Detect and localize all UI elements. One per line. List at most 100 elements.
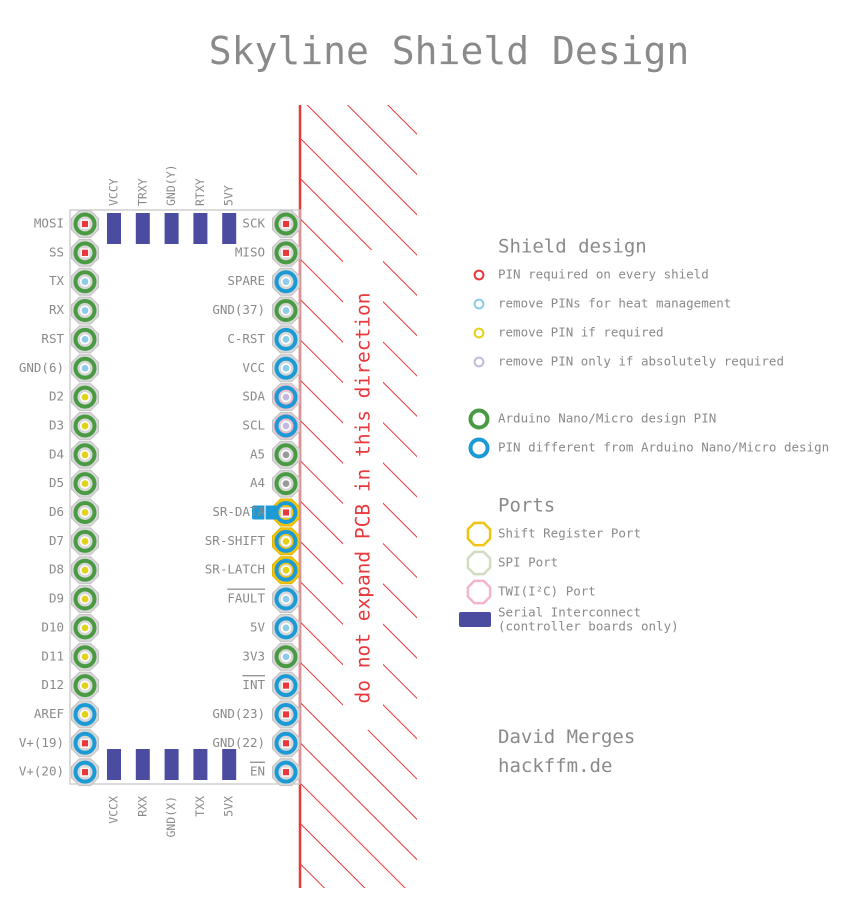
serial-pin-rxx: RXX bbox=[135, 749, 150, 817]
pin-dot bbox=[282, 249, 290, 257]
pin-d5: D5 bbox=[49, 469, 99, 498]
pin-ring bbox=[274, 327, 298, 351]
legend-item: Shift Register Port bbox=[498, 526, 641, 541]
pin-label: RST bbox=[41, 331, 64, 346]
serial-label: VCCY bbox=[107, 178, 121, 206]
legend-dot-red bbox=[473, 269, 485, 281]
pin-dot bbox=[282, 307, 290, 314]
pin-a5: A5 bbox=[250, 440, 300, 469]
board-outline bbox=[69, 209, 301, 785]
pin-d3: D3 bbox=[49, 412, 99, 440]
pin-scl: SCL bbox=[242, 412, 300, 440]
pin-dot bbox=[81, 711, 89, 718]
legend-port-seagreen bbox=[466, 550, 492, 576]
pin-label: D2 bbox=[49, 389, 64, 404]
legend-item: remove PIN only if absolutely required bbox=[498, 354, 784, 369]
legend-item: remove PIN if required bbox=[498, 325, 664, 340]
serial-pin-vccx: VCCX bbox=[107, 749, 121, 824]
pin-ring bbox=[73, 443, 97, 467]
author-name: David Merges bbox=[498, 726, 635, 748]
pin-ring bbox=[73, 501, 97, 524]
pin-ring bbox=[73, 616, 97, 640]
pin-label: GND(23) bbox=[212, 706, 265, 721]
legend-dot-lavender bbox=[473, 356, 485, 368]
pin-dot bbox=[282, 566, 290, 574]
pin-ring bbox=[274, 385, 298, 409]
pin-ring bbox=[274, 587, 298, 611]
pin-label: D11 bbox=[41, 648, 64, 663]
pin-ring bbox=[73, 241, 97, 265]
pin-dot bbox=[81, 336, 89, 343]
pin-label: D4 bbox=[49, 446, 64, 461]
pin-dot bbox=[81, 509, 89, 516]
pin-dot bbox=[282, 480, 290, 488]
pin-ring bbox=[274, 674, 298, 698]
pin-dot bbox=[282, 220, 290, 228]
pin-ring bbox=[274, 414, 298, 438]
pin-label: D5 bbox=[49, 475, 64, 490]
pin-sr-latch: SR-LATCH bbox=[205, 556, 300, 585]
pin-dot bbox=[81, 220, 89, 228]
pin-rst: RST bbox=[41, 325, 99, 354]
pin-5v: 5V bbox=[250, 613, 300, 642]
restricted-zone: do not expand PCB in this direction bbox=[298, 105, 417, 888]
pin-dot bbox=[81, 768, 89, 776]
serial-label: 5VX bbox=[222, 796, 236, 817]
pin-dot bbox=[81, 537, 89, 545]
serial-bar bbox=[222, 749, 237, 780]
legend-item: remove PINs for heat management bbox=[498, 296, 731, 311]
serial-bar bbox=[193, 213, 208, 244]
pin-ring bbox=[73, 529, 97, 553]
pin-dot bbox=[81, 249, 89, 257]
pin-label: SCL bbox=[242, 417, 265, 432]
pin-int: INT bbox=[242, 671, 300, 700]
pin-d7: D7 bbox=[49, 527, 99, 556]
pin-dot bbox=[282, 422, 290, 430]
legend-serial-line2: (controller boards only) bbox=[498, 619, 679, 634]
pin-d2: D2 bbox=[49, 383, 99, 412]
serial-bar bbox=[135, 213, 150, 244]
page-title: Skyline Shield Design bbox=[209, 29, 689, 73]
pin-dot bbox=[81, 595, 89, 603]
pin-label: GND(22) bbox=[212, 735, 265, 750]
pin-dot bbox=[282, 681, 290, 690]
pin-ring bbox=[274, 501, 298, 524]
pin-d11: D11 bbox=[41, 642, 99, 671]
legend-port-yellow bbox=[466, 521, 492, 547]
serial-bar bbox=[135, 749, 150, 780]
pin-label: GND(37) bbox=[212, 302, 265, 317]
legend-port-pink bbox=[466, 579, 492, 605]
pin-vcc: VCC bbox=[242, 354, 300, 383]
serial-label: TXX bbox=[193, 796, 207, 817]
pin-d9: D9 bbox=[49, 585, 99, 613]
pin-gnd-6: GND(6) bbox=[19, 354, 99, 383]
pin-ring bbox=[73, 587, 97, 611]
pin-d8: D8 bbox=[49, 556, 99, 585]
pin-dot bbox=[81, 566, 89, 574]
pin-dot bbox=[81, 624, 89, 632]
pin-dot bbox=[282, 278, 290, 286]
serial-pin-gnd-y: GND(Y) bbox=[164, 164, 179, 244]
serial-label: RXX bbox=[135, 796, 149, 817]
legend-item: Arduino Nano/Micro design PIN bbox=[498, 411, 716, 426]
pin-dot bbox=[81, 422, 89, 430]
pin-label: GND(6) bbox=[19, 360, 64, 375]
pin-dot bbox=[81, 653, 89, 661]
serial-label: 5VY bbox=[222, 185, 236, 206]
legend-dot-lightblue bbox=[473, 298, 485, 310]
pin-label: D10 bbox=[41, 619, 64, 634]
pin-ring bbox=[73, 327, 97, 351]
pin-dot bbox=[81, 307, 89, 314]
pin-dot bbox=[282, 393, 290, 401]
pin-rx: RX bbox=[49, 296, 99, 325]
pin-label: EN bbox=[250, 764, 265, 779]
pin-label: SPARE bbox=[227, 273, 265, 288]
pin-ring bbox=[73, 674, 97, 698]
legend-item: SPI Port bbox=[498, 555, 558, 570]
pin-dot bbox=[282, 537, 290, 545]
legend-serial-bar bbox=[459, 612, 491, 627]
pin-label: C-RST bbox=[227, 331, 265, 346]
pin-label: A4 bbox=[250, 475, 265, 490]
legend-ring-blue bbox=[468, 437, 490, 459]
pin-dot bbox=[282, 768, 290, 776]
